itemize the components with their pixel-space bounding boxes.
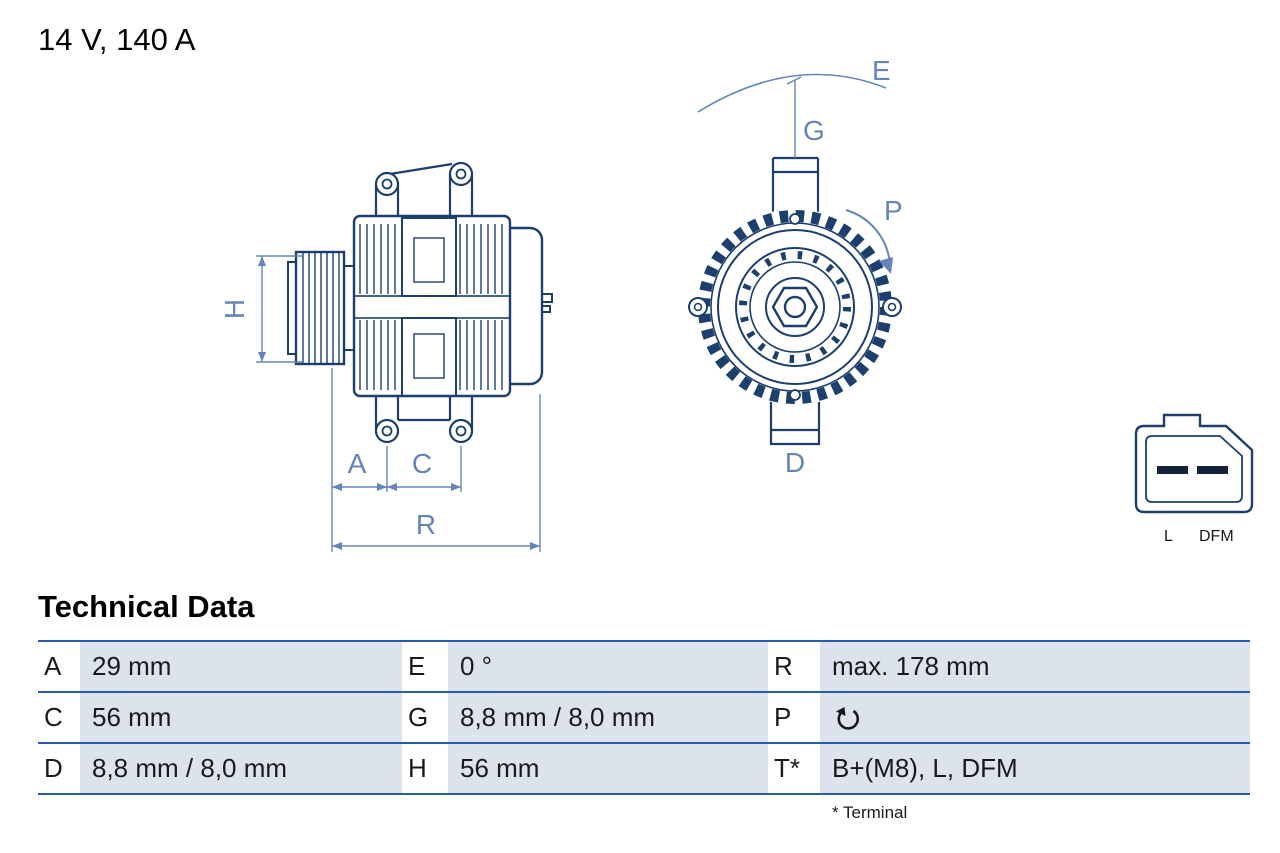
dim-label-h: H [219,299,250,319]
technical-drawing: H A C R [219,55,1254,552]
dim-key-p: P [768,693,820,742]
rotation-arrowhead [879,257,893,274]
section-heading: Technical Data [38,589,255,624]
side-view-dimensions: H A C R [219,255,541,552]
dim-key-t: T* [768,744,820,793]
terminal-footnote: * Terminal [832,803,908,822]
dim-key-g: G [402,693,448,742]
dim-key-h: H [402,744,448,793]
dim-label-d: D [785,447,805,478]
rotation-direction-cell [820,693,1250,742]
connector-diagram: L DFM [1134,413,1254,545]
side-view-drawing [287,161,553,444]
dim-label-p: P [884,195,903,226]
connector-pin-l [1157,466,1188,474]
connector-label-dfm: DFM [1199,528,1234,545]
dim-label-r: R [416,509,436,540]
dim-label-c: C [412,448,432,479]
dim-value-e: 0 ° [448,642,768,691]
dim-key-c: C [38,693,80,742]
table-row: A 29 mm E 0 ° R max. 178 mm [38,642,1250,693]
dim-value-h: 56 mm [448,744,768,793]
hex-nut [771,286,819,328]
technical-data-table: A 29 mm E 0 ° R max. 178 mm C 56 mm G 8,… [38,640,1250,795]
connector-pin-dfm [1197,466,1228,474]
dim-label-a: A [348,448,367,479]
dim-value-t: B+(M8), L, DFM [820,744,1250,793]
dim-key-d: D [38,744,80,793]
connector-label-l: L [1164,528,1173,545]
dim-key-a: A [38,642,80,691]
dim-value-c: 56 mm [80,693,402,742]
page-title: 14 V, 140 A [38,22,196,57]
front-view-dimensions: E G P D [697,55,903,478]
rotation-direction-icon [836,706,860,730]
dim-label-g: G [803,115,825,146]
dim-key-r: R [768,642,820,691]
front-view-drawing [688,156,902,446]
table-row: C 56 mm G 8,8 mm / 8,0 mm P [38,693,1250,744]
dim-key-e: E [402,642,448,691]
table-row: D 8,8 mm / 8,0 mm H 56 mm T* B+(M8), L, … [38,744,1250,795]
dim-value-d: 8,8 mm / 8,0 mm [80,744,402,793]
dim-value-a: 29 mm [80,642,402,691]
dim-value-r: max. 178 mm [820,642,1250,691]
dim-value-g: 8,8 mm / 8,0 mm [448,693,768,742]
dim-label-e: E [872,55,891,86]
